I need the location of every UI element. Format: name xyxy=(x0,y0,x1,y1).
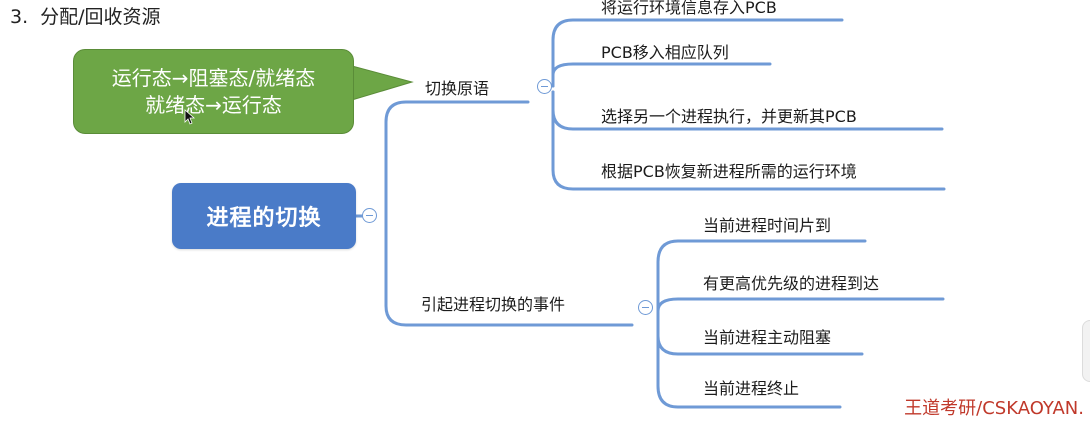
callout-pointer xyxy=(351,65,414,101)
subtopic-select-process[interactable]: 选择另一个进程执行，并更新其PCB xyxy=(601,107,857,126)
subtopic-restore-context[interactable]: 根据PCB恢复新进程所需的运行环境 xyxy=(601,162,857,181)
branch-switch-primitive-collapse-button[interactable] xyxy=(537,79,552,94)
subtopic-time-slice[interactable]: 当前进程时间片到 xyxy=(703,216,832,235)
section-title: 分配/回收资源 xyxy=(40,6,161,28)
subtopic-save-context[interactable]: 将运行环境信息存入PCB xyxy=(601,0,777,17)
root-topic[interactable]: 进程的切换 xyxy=(172,183,356,249)
callout-line-2: 就绪态→运行态 xyxy=(145,92,282,117)
branch-switch-events[interactable]: 引起进程切换的事件 xyxy=(421,295,566,314)
callout-line-1: 运行态→阻塞态/就绪态 xyxy=(111,65,316,90)
watermark: 王道考研/CSKAOYAN. xyxy=(904,398,1084,419)
subtopic-active-block[interactable]: 当前进程主动阻塞 xyxy=(703,328,832,347)
root-collapse-button[interactable] xyxy=(362,208,377,223)
section-number: 3. xyxy=(10,6,29,28)
mouse-cursor-icon xyxy=(184,109,196,125)
side-scroll-handle[interactable] xyxy=(1082,320,1090,382)
subtopic-higher-priority[interactable]: 有更高优先级的进程到达 xyxy=(703,274,880,293)
subtopic-process-terminate[interactable]: 当前进程终止 xyxy=(703,379,800,398)
branch-switch-primitive[interactable]: 切换原语 xyxy=(425,79,490,98)
section-heading: 3. 分配/回收资源 xyxy=(10,2,161,29)
subtopic-move-pcb[interactable]: PCB移入相应队列 xyxy=(601,43,729,62)
branch-switch-events-collapse-button[interactable] xyxy=(638,300,653,315)
callout-bubble: 运行态→阻塞态/就绪态 就绪态→运行态 xyxy=(73,49,354,134)
